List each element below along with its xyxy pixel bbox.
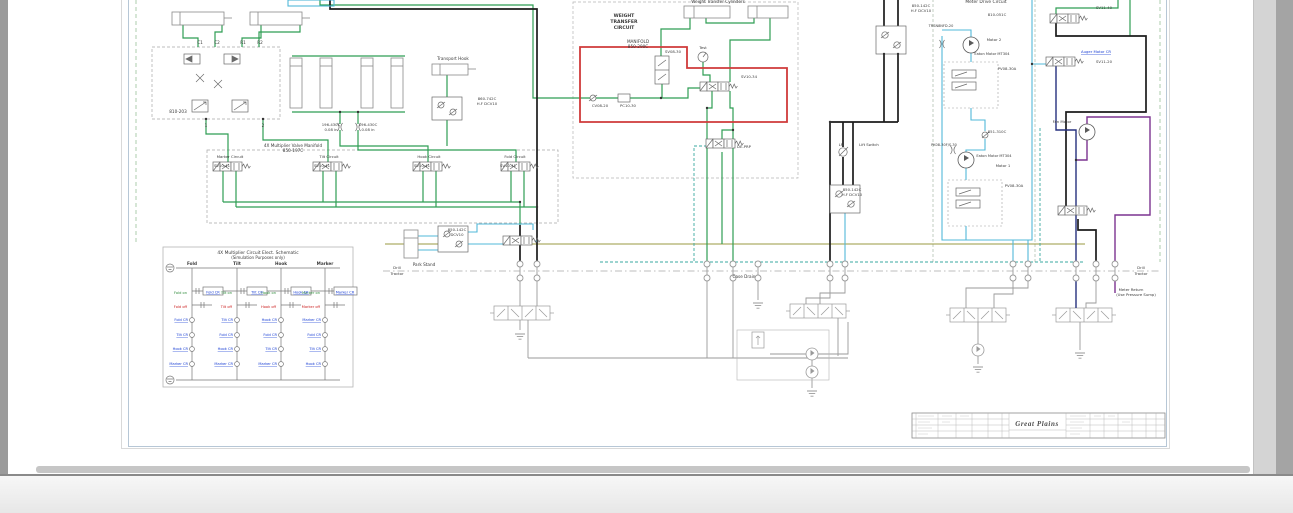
document-page (128, 0, 1167, 447)
vertical-scrollbar[interactable] (1253, 0, 1277, 474)
right-panel-edge (1276, 0, 1293, 474)
toolbar-divider (0, 474, 1293, 476)
horizontal-scrollbar[interactable] (36, 466, 1250, 473)
page-shadow-right (1169, 0, 1170, 449)
page-shadow-left (121, 0, 122, 449)
bottom-toolbar: ▼ (0, 476, 1293, 513)
left-panel-edge (0, 0, 8, 474)
page-shadow-bottom (121, 448, 1170, 449)
